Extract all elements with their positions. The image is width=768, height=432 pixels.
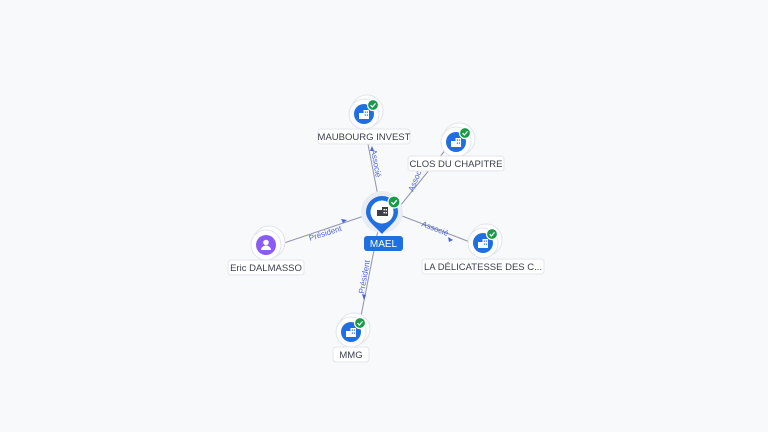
arrow-maubourg: [370, 146, 374, 151]
edge-eric: [283, 215, 365, 244]
edge-label-eric: Président: [308, 224, 344, 243]
edge-delicatesse: [401, 215, 471, 243]
node-label: Eric DALMASSO: [230, 263, 302, 274]
center-label-badge: [364, 236, 403, 251]
node-maubourg[interactable]: MAUBOURG INVEST: [317, 94, 411, 145]
node-label: MAUBOURG INVEST: [318, 132, 411, 143]
company-icon: [359, 110, 369, 119]
company-icon: [451, 138, 461, 147]
node-delicatesse[interactable]: LA DÉLICATESSE DES C...: [421, 223, 545, 275]
edge-label-mmg: Président: [357, 259, 372, 295]
node-label-box: [407, 155, 505, 172]
node-mmg[interactable]: MMG: [332, 312, 371, 363]
center-label: MAEL: [370, 239, 398, 250]
node-label: MMG: [339, 350, 362, 361]
arrow-mmg: [362, 294, 366, 300]
node-label: LA DÉLICATESSE DES C...: [424, 262, 542, 273]
node-label: CLOS DU CHAPITRE: [410, 159, 503, 170]
edge-label-delicatesse: Associé: [420, 219, 450, 238]
arrow-eric: [341, 219, 347, 223]
node-label-box: [421, 258, 545, 275]
company-icon: [377, 207, 388, 216]
node-clos[interactable]: CLOS DU CHAPITRE: [407, 122, 505, 172]
verified-check-icon: [387, 195, 401, 209]
verified-check-icon: [353, 316, 367, 330]
verified-check-icon: [366, 98, 380, 112]
node-label-box: [317, 128, 411, 145]
person-icon: [261, 239, 271, 250]
edge-label-maubourg: Associé: [369, 149, 383, 179]
nodes: MAUBOURG INVEST CLOS DU CHAPITRE LA DÉLICA…: [227, 94, 545, 363]
center-node-mael[interactable]: MAEL: [361, 191, 403, 251]
verified-check-icon: [458, 126, 472, 140]
arrow-delicatesse: [448, 237, 453, 242]
node-label-box: [227, 259, 305, 276]
company-icon: [346, 328, 356, 337]
node-label-box: [332, 346, 370, 363]
node-eric[interactable]: Eric DALMASSO: [227, 225, 305, 276]
verified-check-icon: [485, 227, 499, 241]
company-icon: [478, 239, 488, 248]
